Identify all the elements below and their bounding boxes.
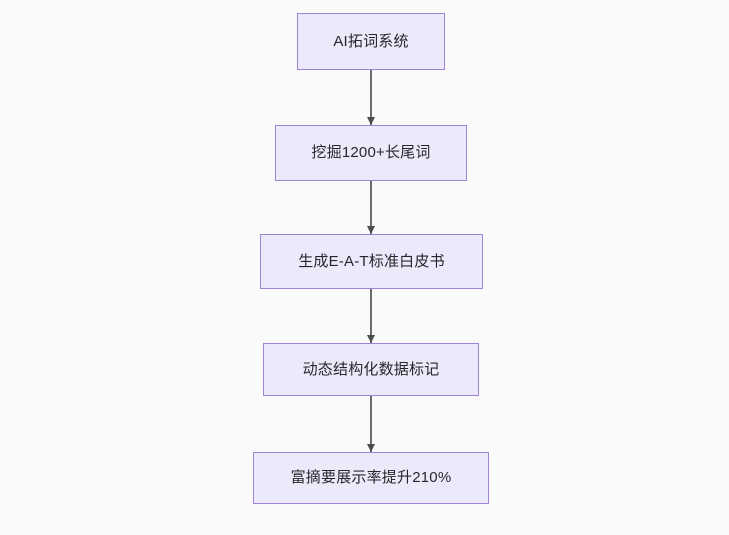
arrowhead-icon <box>366 444 375 452</box>
flow-node[interactable]: 生成E-A-T标准白皮书 <box>260 234 483 289</box>
flow-node-label: AI拓词系统 <box>333 32 409 50</box>
arrowhead-icon <box>366 117 375 125</box>
edge-line <box>370 70 372 125</box>
flow-node-label: 动态结构化数据标记 <box>302 360 440 378</box>
flow-node[interactable]: 动态结构化数据标记 <box>263 343 479 396</box>
edge-line <box>370 181 372 234</box>
flow-node-label: 富摘要展示率提升210% <box>290 469 452 487</box>
edge-line <box>370 396 372 452</box>
flow-node[interactable]: AI拓词系统 <box>297 13 445 70</box>
flow-node-label: 挖掘1200+长尾词 <box>311 144 431 162</box>
flow-node-label: 生成E-A-T标准白皮书 <box>298 252 445 270</box>
arrowhead-icon <box>366 226 375 234</box>
flow-node[interactable]: 挖掘1200+长尾词 <box>275 125 467 181</box>
flow-node[interactable]: 富摘要展示率提升210% <box>253 452 489 504</box>
edge-line <box>370 289 372 343</box>
arrowhead-icon <box>366 335 375 343</box>
